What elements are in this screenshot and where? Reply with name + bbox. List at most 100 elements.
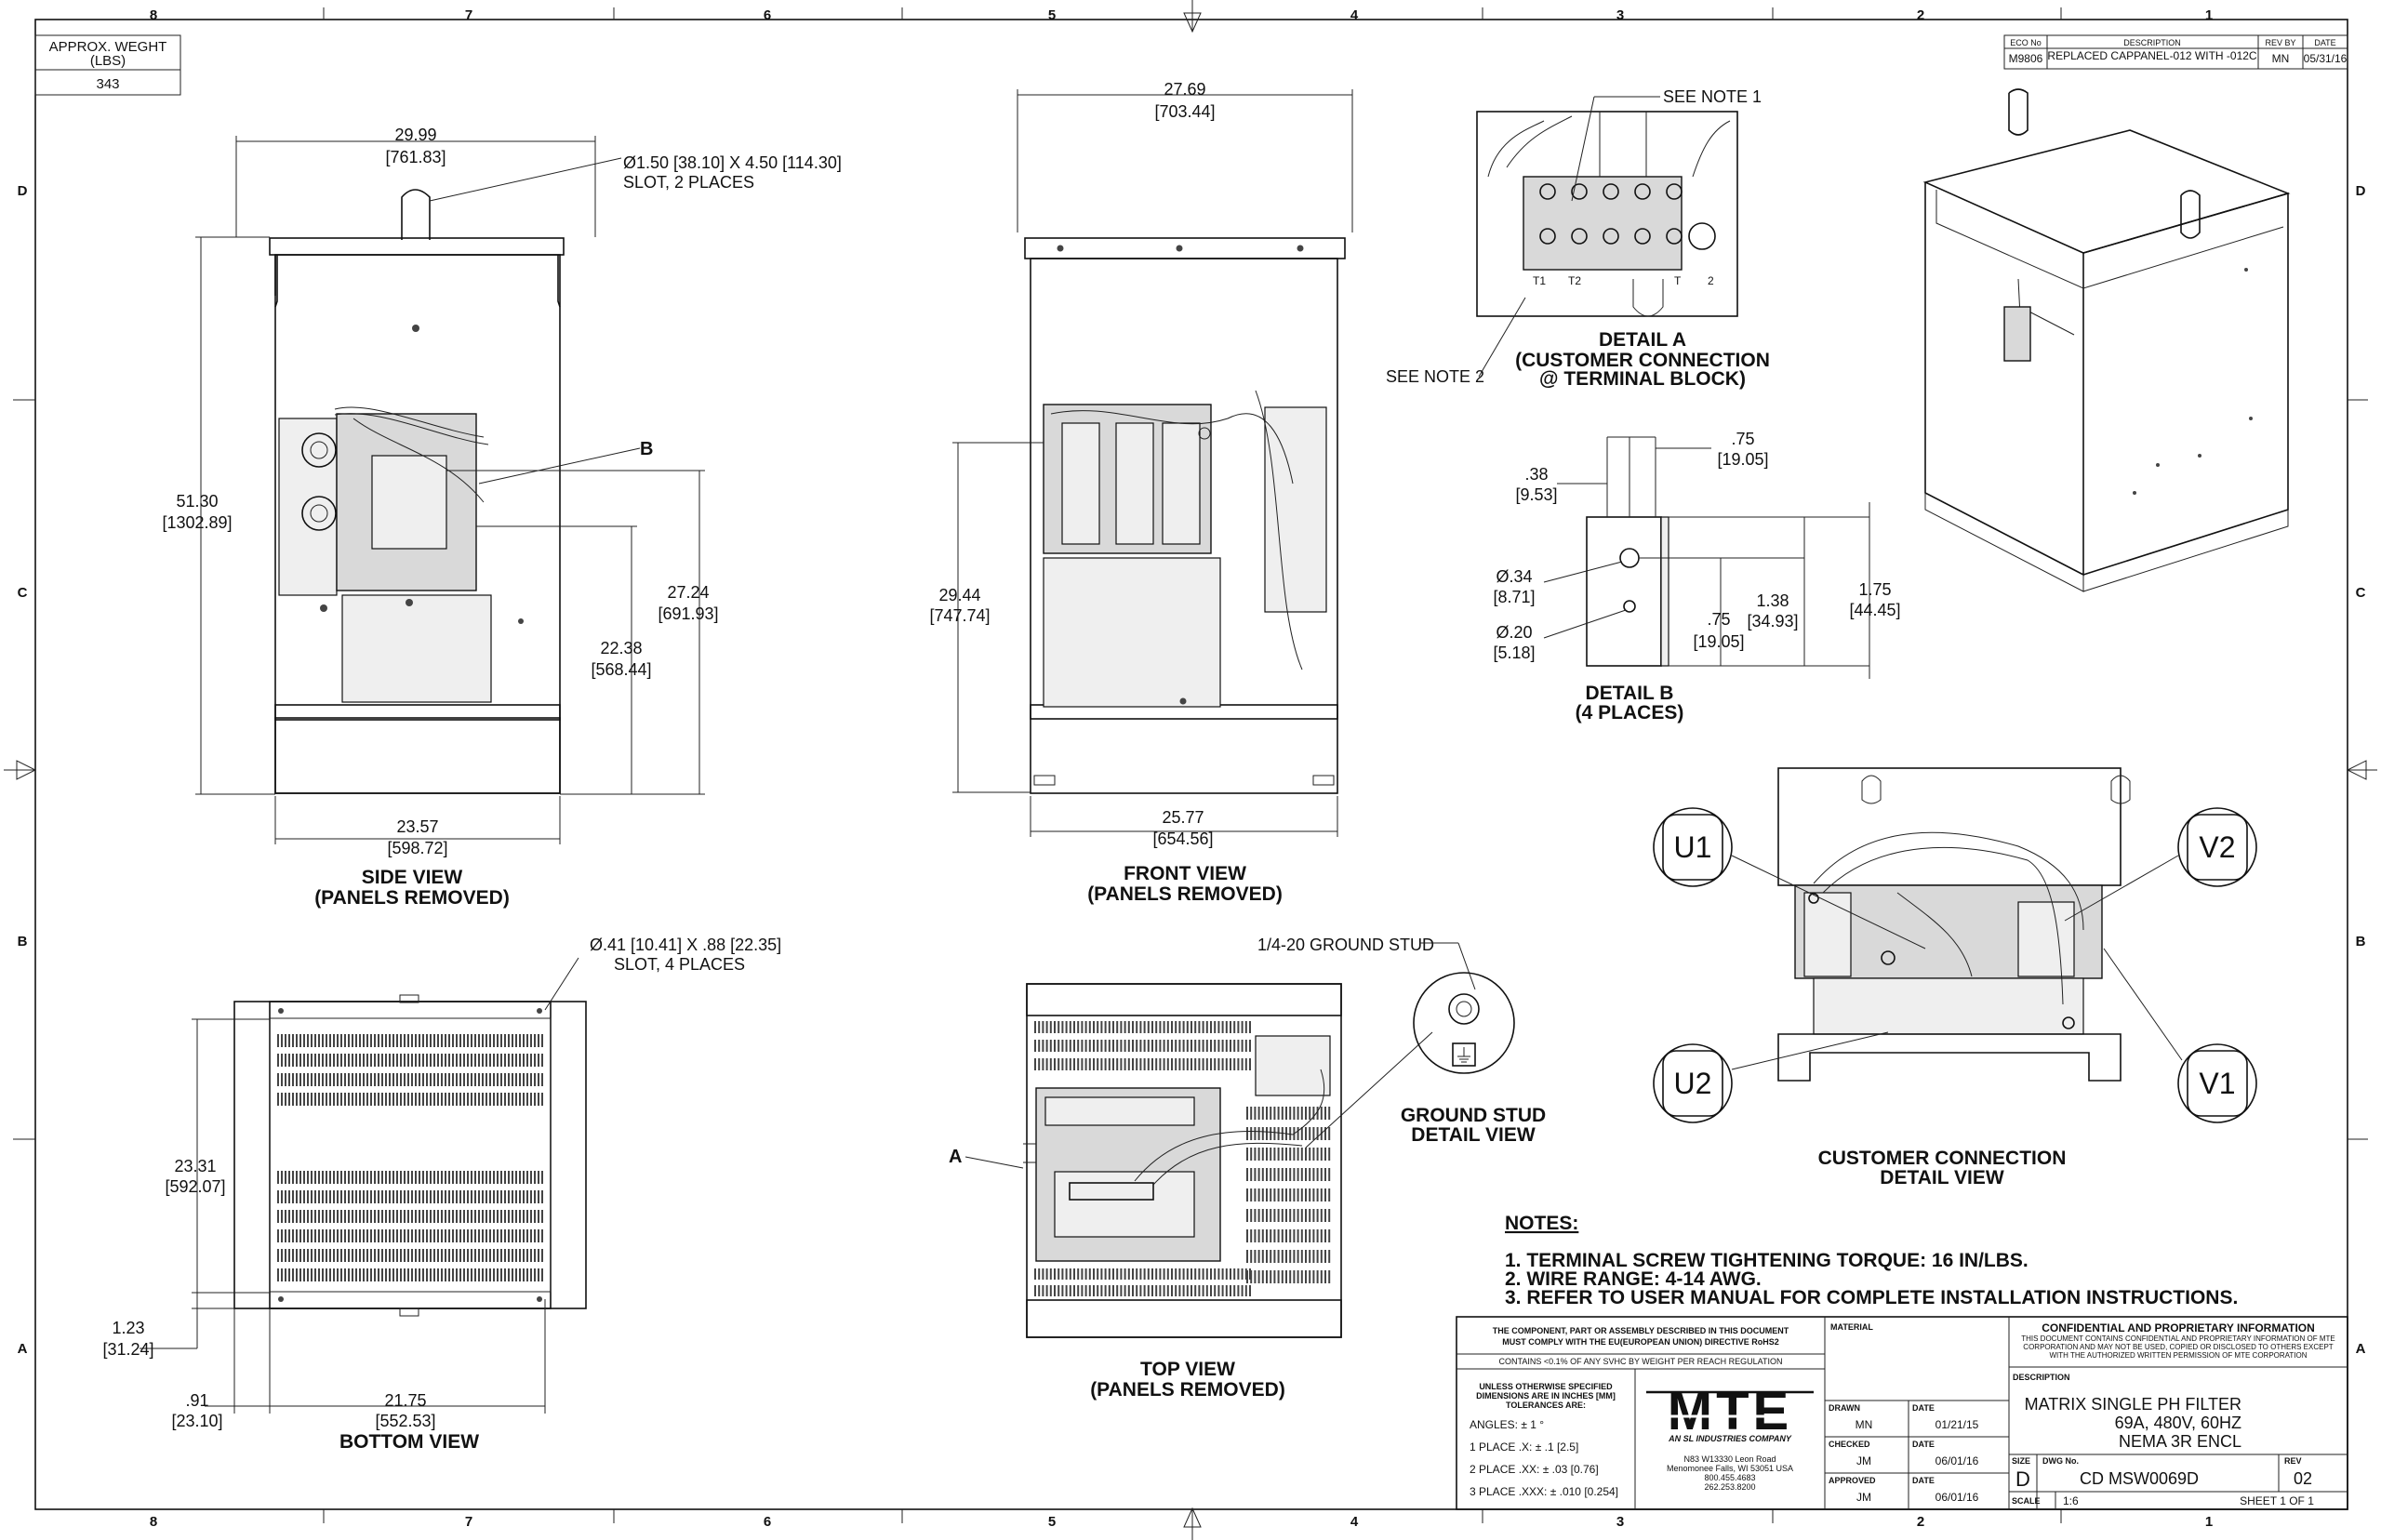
vent-slot [1221, 1285, 1224, 1296]
vent-slot [452, 1093, 454, 1106]
vent-slot [1194, 1021, 1197, 1033]
vent-slot [1127, 1058, 1130, 1070]
vent-slot [329, 1249, 331, 1262]
vent-slot [1309, 1188, 1311, 1201]
vent-slot [1175, 1040, 1177, 1052]
vent-slot [1277, 1127, 1280, 1140]
vent-slot [1250, 1250, 1253, 1263]
vent-slot [441, 1210, 443, 1223]
vent-slot [337, 1210, 339, 1223]
vent-slot [515, 1054, 517, 1067]
vent-slot [1328, 1188, 1331, 1201]
vent-slot [478, 1229, 480, 1242]
svg-text:DWG No.: DWG No. [2042, 1456, 2079, 1466]
vent-slot [1324, 1168, 1326, 1181]
vent-slot [1273, 1250, 1276, 1263]
vent-slot [1202, 1021, 1204, 1033]
vent-slot [314, 1268, 316, 1281]
vent-slot [519, 1268, 521, 1281]
vent-slot [1289, 1270, 1292, 1283]
bottom-view [233, 994, 587, 1317]
vent-slot [337, 1073, 339, 1086]
vent-slot [1104, 1040, 1107, 1052]
vent-slot [474, 1229, 476, 1242]
vent-slot [1190, 1285, 1192, 1296]
vent-slot [1328, 1127, 1331, 1140]
vent-slot [467, 1249, 469, 1262]
customer-connection-detail: U1 V2 U2 V1 CUSTOMER CONNECTION DETAIL V… [1653, 767, 2257, 1188]
vent-slot [1300, 1148, 1303, 1161]
vent-slot [1034, 1268, 1036, 1280]
top-view-vent-slots [1034, 1021, 1331, 1296]
vent-slot [1073, 1040, 1075, 1052]
svg-text:1.75: 1.75 [1858, 580, 1891, 599]
vent-slot [411, 1229, 413, 1242]
vent-slot [1217, 1040, 1220, 1052]
vent-slot [430, 1093, 432, 1106]
vent-slot [426, 1229, 428, 1242]
vent-slot [285, 1190, 286, 1203]
vent-slot [299, 1190, 301, 1203]
vent-slot [1309, 1107, 1311, 1120]
svg-text:[9.53]: [9.53] [1515, 485, 1557, 504]
vent-slot [366, 1229, 368, 1242]
vent-slot [299, 1268, 301, 1281]
vent-slot [1270, 1107, 1272, 1120]
svg-text:APPROVED: APPROVED [1829, 1476, 1876, 1485]
vent-slot [1254, 1188, 1257, 1201]
vent-slot [474, 1093, 476, 1106]
vent-slot [359, 1229, 361, 1242]
vent-slot [1104, 1058, 1107, 1070]
vent-slot [437, 1073, 439, 1086]
vent-slot [422, 1229, 424, 1242]
vent-slot [285, 1229, 286, 1242]
vent-slot [538, 1054, 539, 1067]
svg-text:TOLERANCES ARE:: TOLERANCES ARE: [1506, 1401, 1586, 1410]
vent-slot [508, 1268, 510, 1281]
vent-slot [333, 1210, 335, 1223]
svg-text:MN: MN [2272, 52, 2290, 65]
vent-slot [1065, 1058, 1068, 1070]
vent-slot [500, 1054, 502, 1067]
vent-slot [1261, 1209, 1264, 1222]
vent-slot [326, 1249, 327, 1262]
vent-slot [329, 1073, 331, 1086]
vent-slot [1166, 1285, 1169, 1296]
vent-slot [497, 1073, 499, 1086]
vent-slot [281, 1210, 283, 1223]
vent-slot [433, 1249, 435, 1262]
vent-slot [385, 1054, 387, 1067]
svg-text:JM: JM [1856, 1454, 1871, 1467]
vent-slot [1190, 1021, 1192, 1033]
vent-slot [489, 1171, 491, 1184]
vent-slot [288, 1093, 290, 1106]
vent-slot [1312, 1209, 1315, 1222]
svg-text:1: 1 [2205, 7, 2213, 23]
vent-slot [430, 1190, 432, 1203]
vent-slot [337, 1190, 339, 1203]
vent-slot [1328, 1168, 1331, 1181]
vent-slot [538, 1210, 539, 1223]
vent-slot [348, 1034, 350, 1047]
vent-slot [1246, 1107, 1248, 1120]
vent-slot [1034, 1021, 1036, 1033]
vent-slot [530, 1093, 532, 1106]
vent-slot [396, 1229, 398, 1242]
vent-slot [396, 1171, 398, 1184]
vent-slot [1273, 1107, 1276, 1120]
vent-slot [1305, 1188, 1307, 1201]
vent-slot [512, 1210, 513, 1223]
svg-text:DATE: DATE [1912, 1403, 1935, 1413]
vent-slot [474, 1210, 476, 1223]
isometric-view [1922, 88, 2291, 592]
vent-slot [352, 1073, 353, 1086]
vent-slot [1230, 1058, 1231, 1070]
vent-slot [422, 1073, 424, 1086]
vent-slot [426, 1034, 428, 1047]
vent-slot [452, 1210, 454, 1223]
centering-marks [4, 0, 2377, 1540]
svg-text:8: 8 [150, 7, 157, 23]
vent-slot [296, 1034, 298, 1047]
vent-slot [486, 1054, 487, 1067]
